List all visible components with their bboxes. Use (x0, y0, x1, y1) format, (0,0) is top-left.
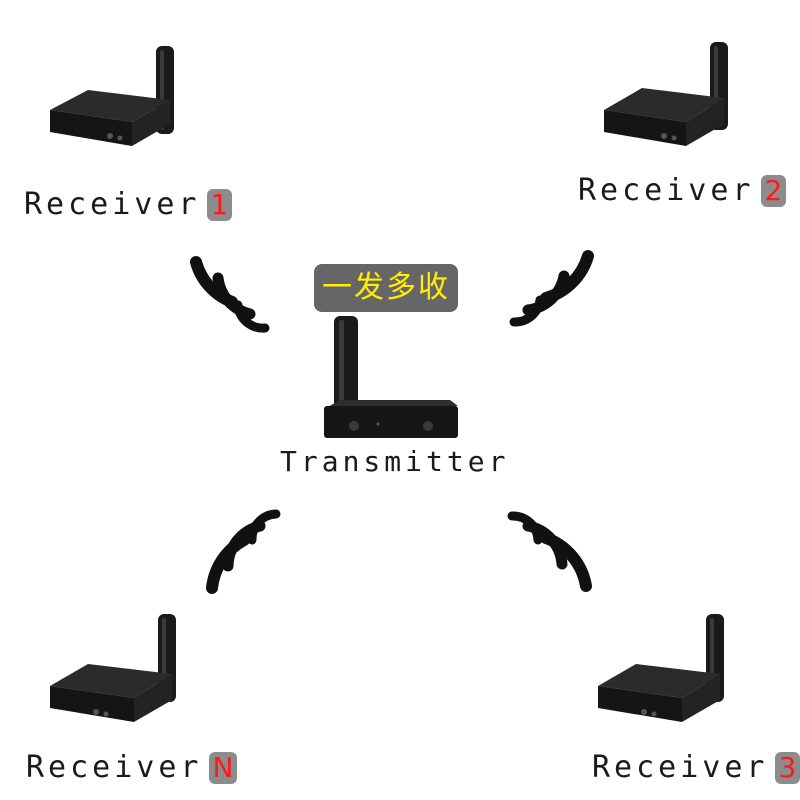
wireless-waves-icon (509, 250, 594, 327)
receiver-1-device-icon (50, 46, 174, 146)
wireless-waves-icon (507, 511, 592, 592)
center-badge: 一发多收 (314, 264, 458, 312)
receiver-1-number-badge: 1 (206, 189, 233, 221)
wireless-waves-icon (206, 509, 281, 594)
wireless-waves-icon (190, 256, 270, 333)
receiver-2-number-badge: 2 (760, 175, 787, 207)
receiver-n-number-badge: N (208, 752, 238, 784)
transmitter-label: Transmitter (280, 445, 510, 478)
receiver-2-device-icon (604, 42, 728, 146)
receiver-3-number-badge: 3 (774, 752, 800, 784)
receiver-n-device-icon (50, 614, 176, 722)
receiver-3-device-icon (598, 614, 724, 722)
transmitter-device-icon (324, 316, 458, 438)
